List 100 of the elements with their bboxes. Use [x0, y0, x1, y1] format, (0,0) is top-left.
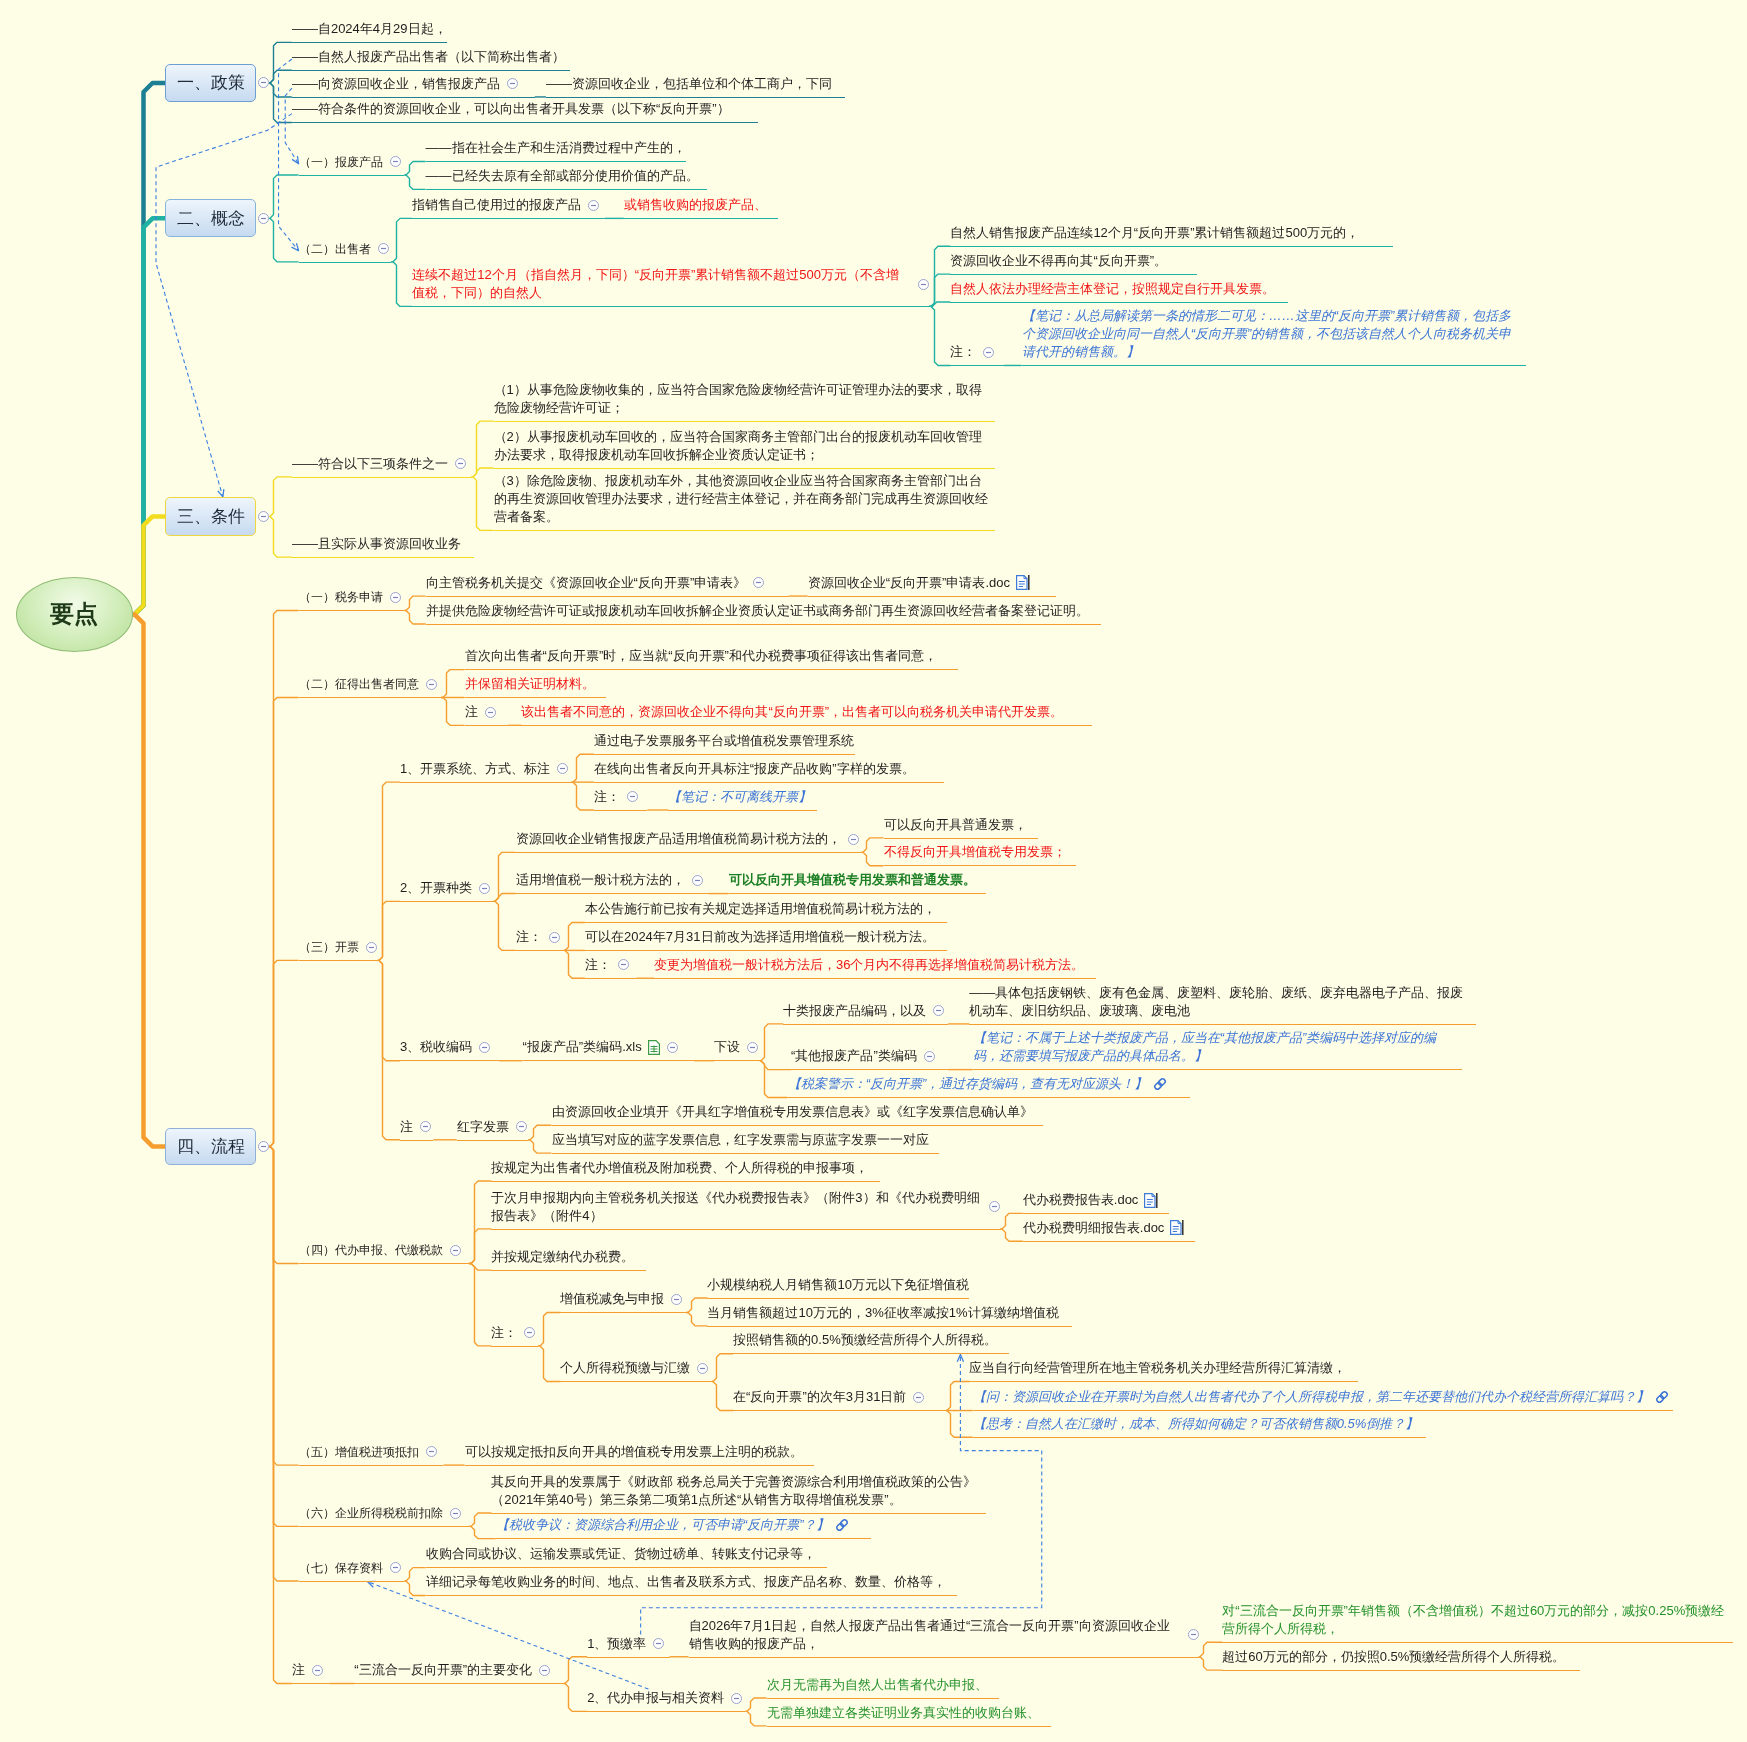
- topic-text: 代办税费报告表.doc: [1022, 1191, 1139, 1210]
- topic-text: 资源回收企业“反向开票”申请表.doc: [807, 573, 1010, 592]
- underlined-topic: [1022, 1218, 1196, 1242]
- connector-line: [268, 476, 293, 518]
- topic-text: （2）从事报废机动车回收的，应当符合国家商务主管部门出台的报废机动车回收管理办法要求，取得报废机动车回收拆解企业资质认定证书；: [493, 427, 983, 464]
- underlined-topic: [399, 1038, 500, 1062]
- connector-line: [492, 892, 517, 903]
- topic-text: 或销售收购的报废产品、: [623, 196, 767, 215]
- topic-text: 小规模纳税人月销售额10万元以下免征增值税: [707, 1275, 969, 1294]
- connector-line: [563, 921, 586, 952]
- topic-text: 可以反向开具普通发票，: [883, 815, 1027, 834]
- dashed-arrow: [284, 87, 300, 165]
- topic-text: 该出售者不同意的，资源回收企业不得向其“反向开票”，出售者可以向税务机关申请代开发票。: [521, 703, 1064, 722]
- underlined-topic: [291, 100, 758, 124]
- underlined-topic: [495, 1516, 872, 1540]
- underlined-topic: [399, 879, 494, 903]
- connector-line: [928, 273, 952, 308]
- underlined-topic: [950, 279, 1288, 303]
- connector-line: [470, 467, 495, 478]
- topic-text: ——资源回收企业，包括单位和个体工商户，下同: [545, 74, 832, 93]
- underlined-topic: [766, 1675, 1000, 1699]
- connector-line: [1003, 364, 1023, 367]
- connector-line: [1198, 1656, 1223, 1671]
- connector-line: [788, 595, 809, 597]
- topic-text: 本公告施行前已按有关规定选择适用增值税简易计税方法的，: [584, 900, 936, 919]
- topic-text: 个人所得税预缴与汇缴: [560, 1359, 691, 1378]
- main-topic: 二、概念: [164, 199, 257, 238]
- topic-text: “三流合一反向开票”的主要变化: [354, 1661, 532, 1680]
- topic-text: 超过60万元的部分，仍按照0.5%预缴经营所得个人所得税。: [1222, 1647, 1566, 1666]
- topic-text: 收购合同或协议、运输发票或凭证、货物过磅单、转账支付记录等，: [425, 1545, 816, 1564]
- topic-text: 次月无需再为自然人出售者代办申报、: [766, 1675, 988, 1694]
- connector-line: [534, 96, 547, 98]
- underlined-topic: [291, 454, 472, 478]
- underlined-topic: [456, 1117, 529, 1141]
- topic-text: 下设: [714, 1038, 741, 1057]
- topic-text: 注：: [950, 343, 977, 362]
- connector-line: [563, 1682, 588, 1713]
- underlined-topic: [707, 1303, 1072, 1327]
- topic-text: 自然人销售报废产品连续12个月“反向开票”累计销售额超过500万元的，: [950, 224, 1360, 242]
- topic-text: 按规定为出售者代办增值税及附加税费、个人所得税的申报事项，: [491, 1158, 869, 1177]
- underlined-topic: [733, 1388, 946, 1412]
- underlined-topic: [464, 647, 959, 671]
- connector-line: [563, 1656, 588, 1685]
- topic-text: 十类报废产品编码，以及: [783, 1001, 927, 1020]
- connector-line: [403, 1580, 427, 1597]
- connector-line: [268, 82, 293, 124]
- underlined-topic: [522, 1038, 695, 1062]
- connector-line: [507, 724, 523, 727]
- note-text: 【笔记：从总局解读第一条的情形二可见：……这里的“反向开票”累计销售额，包括多个资源回收企业向同一自然人“反向开票”的销售额，不包括该自然人个人向税务机关申请代开的销售额。】: [1021, 307, 1513, 362]
- underlined-topic: [551, 1103, 1043, 1127]
- underlined-topic: [298, 588, 405, 612]
- connector-line: [860, 837, 885, 854]
- topic-text: 2、代办申报与相关资料: [587, 1689, 725, 1708]
- topic-text: （3）除危险废物、报废机动车外，其他资源回收企业应当符合国家商务主管部门出台的再生资源回收管理办法要求，进行经营主体登记，并在商务部门完成再生资源回收经营者备案。: [493, 472, 989, 527]
- underlined-topic: [291, 1661, 330, 1685]
- connector-line: [527, 1139, 553, 1154]
- topic-text: 在线向出售者反向开具标注“报废产品收购”字样的发票。: [593, 759, 915, 778]
- underlined-topic: [593, 787, 648, 811]
- underlined-topic: [291, 47, 571, 71]
- topic-text: 增值税减免与申报: [560, 1290, 665, 1309]
- dashed-arrow: [155, 113, 293, 498]
- topic-text: 注：: [584, 956, 611, 974]
- topic-text: ——符合以下三项条件之一: [291, 454, 448, 473]
- note-text: 【笔记：不属于上述十类报废产品，应当在“其他报废产品”类编码中选择对应的编码，还需要填写报废产品的具体品名。】: [972, 1029, 1438, 1066]
- dashed-arrow: [640, 1353, 1043, 1636]
- topic-text: （七）保存资料: [298, 1559, 383, 1577]
- note-text: 【问：资源回收企业在开票时为自然人出售者代办了个人所得税申报，第二年还要替他们代办个税经营所得汇算吗？】: [972, 1388, 1649, 1407]
- connector-line: [711, 1353, 734, 1383]
- connector-line: [403, 174, 427, 191]
- topic-text: 按照销售额的0.5%预缴经营所得个人所得税。: [733, 1331, 997, 1350]
- topic-text: 红字发票: [456, 1117, 509, 1136]
- underlined-topic: [521, 703, 1092, 727]
- underlined-topic: [425, 167, 708, 191]
- connector-line: [268, 515, 293, 558]
- topic-text: 2、开票种类: [399, 879, 473, 898]
- underlined-topic: [425, 139, 686, 163]
- underlined-topic: [972, 1415, 1427, 1438]
- underlined-topic: [491, 1158, 881, 1182]
- underlined-topic: [972, 1029, 1462, 1071]
- topic-text: 无需单独建立各类证明业务真实性的收购台账、: [766, 1703, 1040, 1722]
- connector-line: [1198, 1641, 1223, 1658]
- main-topic: 三、条件: [164, 496, 257, 536]
- connector-line: [403, 595, 427, 612]
- topic-text: （六）企业所得税税前扣除: [298, 1505, 443, 1523]
- connector-line: [498, 1060, 524, 1062]
- connector-line: [570, 781, 595, 811]
- topic-text: ——已经失去原有全部或部分使用价值的产品。: [425, 167, 699, 186]
- topic-text: 详细记录每笔收购业务的时间、地点、出售者及联系方式、报废产品名称、数量、价格等，: [425, 1573, 946, 1592]
- underlined-topic: [515, 830, 862, 854]
- connector-line: [928, 305, 952, 367]
- topic-text: （三）开票: [298, 939, 359, 957]
- underlined-topic: [883, 815, 1039, 839]
- topic-text: （1）从事危险废物收集的，应当符合国家危险废物经营许可证管理办法的要求，取得危险废物经营许可证；: [493, 380, 983, 417]
- underlined-topic: [291, 534, 474, 558]
- topic-text: 注: [399, 1117, 413, 1136]
- connector-line: [945, 1380, 970, 1412]
- underlined-topic: [491, 1247, 647, 1271]
- topic-text: 向主管税务机关提交《资源回收企业“反向开票”申请表》: [425, 573, 747, 592]
- topic-text: 1、开票系统、方式、标注: [399, 759, 551, 778]
- connector-line: [744, 1697, 768, 1713]
